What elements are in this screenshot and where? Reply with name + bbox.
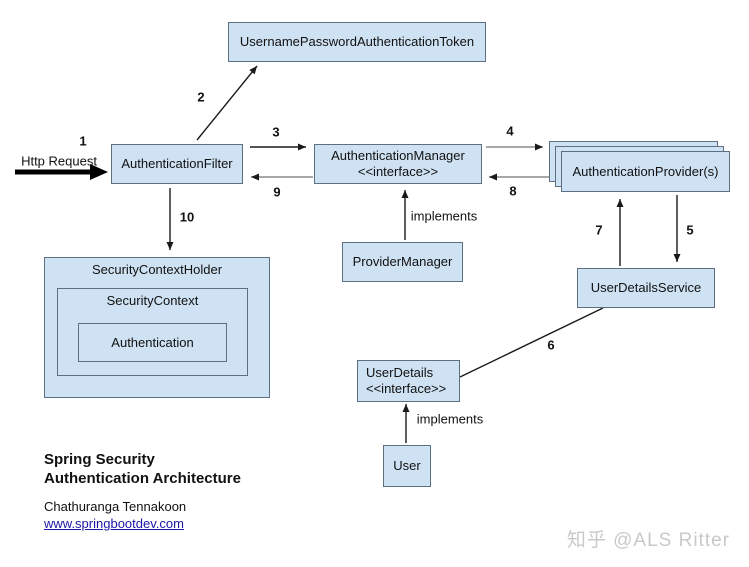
footer-credits: Spring Security Authentication Architect… [44,450,241,533]
node-provider-manager: ProviderManager [342,242,463,282]
node-label: ProviderManager [352,254,453,269]
node-user-details-service: UserDetailsService [577,268,715,308]
implements-label-manager: implements [410,208,478,224]
edge-label-7: 7 [595,222,603,238]
node-user: User [383,445,431,487]
arrow-2-filter-to-token [196,65,258,141]
node-authentication-manager: AuthenticationManager <<interface>> [314,144,482,184]
node-label: UserDetails [366,365,434,380]
node-stereotype: <<interface>> [357,164,439,179]
node-label: User [393,458,421,473]
line-6-userdetails-to-uds [459,307,604,378]
node-label: AuthenticationProvider(s) [572,163,719,179]
diagram-title-line2: Authentication Architecture [44,470,241,487]
node-label: AuthenticationFilter [121,156,233,171]
edge-label-3: 3 [272,124,280,140]
edge-label-5: 5 [686,222,694,238]
node-authentication-filter: AuthenticationFilter [111,144,243,184]
edge-label-1: 1 [79,133,87,149]
node-label: Authentication [111,334,194,350]
diagram-title-line1: Spring Security [44,451,155,468]
edge-label-4: 4 [506,123,514,139]
edge-label-10: 10 [179,209,195,225]
node-label: SecurityContext [106,293,199,308]
node-stereotype: <<interface>> [366,381,447,396]
node-label: SecurityContextHolder [91,262,223,277]
watermark-text: 知乎 @ALS Ritter [566,530,730,551]
node-authentication-providers: AuthenticationProvider(s) [561,151,730,192]
implements-label-user: implements [416,411,484,427]
node-authentication: Authentication [78,323,227,362]
author-name: Chathuranga Tennakoon [44,499,187,514]
edge-label-9: 9 [273,184,281,200]
node-label: AuthenticationManager [331,148,465,163]
node-user-details: UserDetails <<interface>> [357,360,460,402]
node-label: UserDetailsService [590,280,702,295]
http-request-label: Http Request [21,153,97,169]
edge-label-2: 2 [197,89,205,105]
edge-label-6: 6 [547,337,555,353]
node-label: UsernamePasswordAuthenticationToken [239,34,475,49]
website-link[interactable]: www.springbootdev.com [44,516,184,531]
node-username-password-authentication-token: UsernamePasswordAuthenticationToken [228,22,486,62]
edge-label-8: 8 [509,183,517,199]
